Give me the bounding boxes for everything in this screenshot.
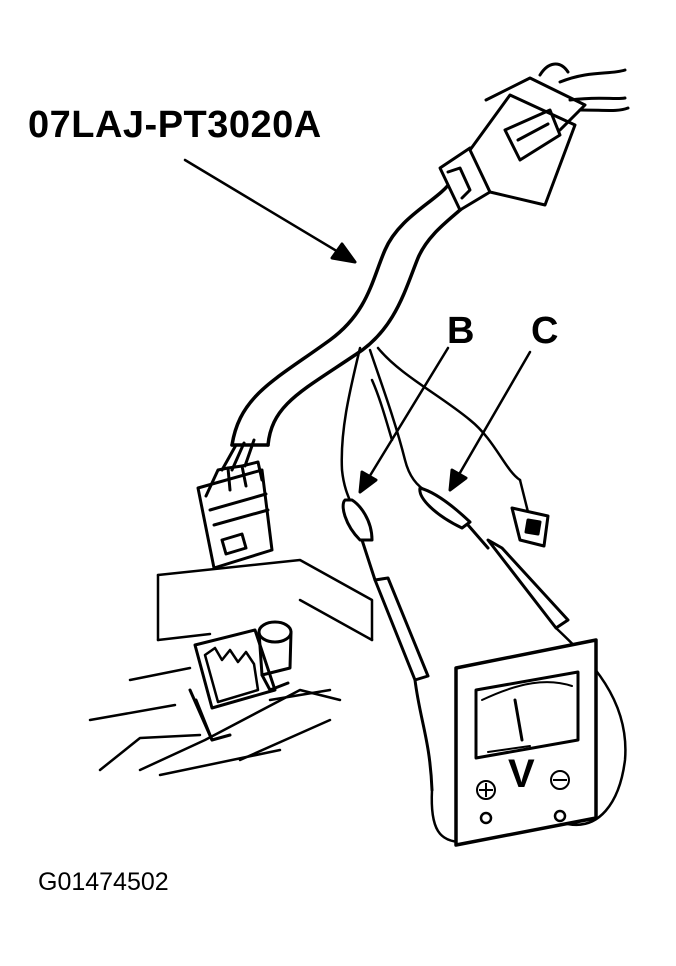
- engine-sensor-connector: [188, 620, 293, 742]
- figure-id-label: G01474502: [38, 868, 169, 896]
- voltmeter: [454, 638, 598, 847]
- meter-positive-jack-icon: [479, 811, 493, 825]
- meter-display-window: [474, 670, 580, 760]
- branch-wires: [340, 346, 530, 514]
- harness-connector-upper: [438, 62, 630, 212]
- callout-c-arrow: [448, 350, 532, 492]
- meter-negative-jack-icon: [553, 809, 567, 823]
- engine-surface: [88, 558, 374, 777]
- callout-b-label: B: [447, 310, 475, 352]
- part-number-label: 07LAJ-PT3020A: [28, 104, 322, 146]
- main-harness-cable: [230, 178, 482, 447]
- callout-c-label: C: [531, 310, 559, 352]
- callout-b-arrow: [358, 346, 450, 494]
- test-lead-b: [341, 498, 434, 792]
- harness-connector-lower: [196, 438, 274, 570]
- meter-negative-terminal-icon: [550, 770, 570, 790]
- test-lead-c: [418, 486, 570, 630]
- meter-positive-terminal-icon: [476, 780, 496, 800]
- meter-v-symbol: V: [508, 752, 535, 796]
- part-label-pointer: [183, 158, 357, 264]
- ground-terminal-lug: [510, 506, 550, 548]
